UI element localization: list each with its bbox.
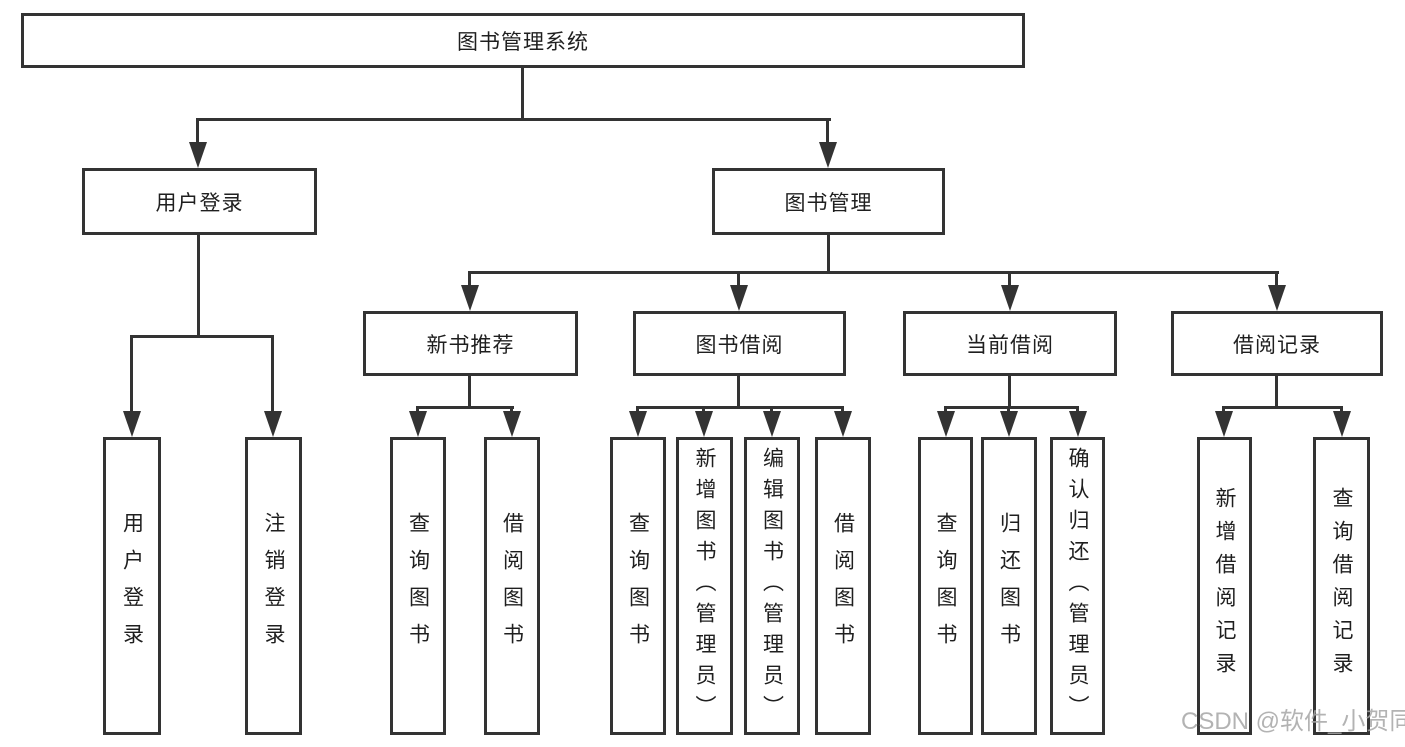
arrow-down-icon [1333, 411, 1351, 437]
arrow-down-icon [1215, 411, 1233, 437]
connector-line [827, 235, 830, 273]
connector-line [131, 335, 274, 338]
leaf-query-borrow-record: 查询借阅记录 [1313, 437, 1370, 735]
leaf-label: 注销登录 [262, 512, 285, 660]
connector-line [1007, 406, 1010, 414]
connector-line [737, 271, 740, 288]
leaf-label: 新增借阅记录 [1213, 487, 1236, 685]
leaf-label: 借阅图书 [500, 512, 524, 660]
connector-line [468, 376, 471, 408]
arrow-down-icon [461, 285, 479, 311]
leaf-label: 查询图书 [934, 512, 957, 660]
leaf-query-book: 查询图书 [390, 437, 446, 735]
connector-line [636, 406, 639, 414]
leaf-label: 用户登录 [120, 512, 144, 660]
connector-line [826, 118, 829, 145]
connector-line [637, 406, 844, 409]
arrow-down-icon [834, 411, 852, 437]
connector-line [737, 376, 740, 408]
connector-line [197, 118, 831, 121]
node-user-login: 用户登录 [82, 168, 317, 235]
leaf-confirm-return-admin: 确认归还（管理员） [1050, 437, 1105, 735]
arrow-down-icon [695, 411, 713, 437]
connector-line [196, 118, 199, 145]
arrow-down-icon [819, 142, 837, 168]
node-user-login-label: 用户登录 [155, 191, 244, 215]
node-book-manage-label: 图书管理 [784, 191, 873, 215]
arrow-down-icon [763, 411, 781, 437]
leaf-label: 归还图书 [997, 512, 1021, 660]
arrow-down-icon [1268, 285, 1286, 311]
arrow-down-icon [1001, 285, 1019, 311]
connector-line [1223, 406, 1343, 409]
connector-line [770, 406, 773, 414]
arrow-down-icon [629, 411, 647, 437]
section-label: 借阅记录 [1233, 333, 1321, 357]
connector-line [271, 335, 274, 413]
node-book-manage: 图书管理 [712, 168, 945, 235]
node-user-login-leaf: 用户登录 [103, 437, 161, 735]
leaf-borrow-book: 借阅图书 [815, 437, 871, 735]
arrow-down-icon [123, 411, 141, 437]
leaf-label: 借阅图书 [831, 512, 855, 660]
node-logout-leaf: 注销登录 [245, 437, 302, 735]
connector-line [1275, 376, 1278, 408]
connector-line [510, 406, 513, 414]
node-borrow-record: 借阅记录 [1171, 311, 1383, 376]
section-label: 新书推荐 [426, 333, 515, 357]
leaf-query-book: 查询图书 [610, 437, 666, 735]
leaf-label: 新增图书（管理员） [693, 446, 716, 726]
node-root: 图书管理系统 [21, 13, 1025, 68]
section-label: 图书借阅 [695, 333, 784, 357]
connector-line [197, 235, 200, 338]
connector-line [469, 271, 1279, 274]
connector-line [841, 406, 844, 414]
watermark: CSDN @软件_小贺同学 [1181, 708, 1405, 735]
connector-line [1008, 376, 1011, 408]
node-book-borrow: 图书借阅 [633, 311, 846, 376]
leaf-add-book-admin: 新增图书（管理员） [676, 437, 733, 735]
leaf-edit-book-admin: 编辑图书（管理员） [744, 437, 800, 735]
connector-line [130, 335, 133, 413]
connector-line [702, 406, 705, 414]
node-new-book-recommend: 新书推荐 [363, 311, 578, 376]
leaf-return-book: 归还图书 [981, 437, 1037, 735]
connector-line [1340, 406, 1343, 414]
leaf-label: 确认归还（管理员） [1066, 446, 1089, 726]
leaf-label: 查询图书 [406, 512, 430, 660]
leaf-label: 查询图书 [626, 512, 650, 660]
connector-line [521, 68, 524, 120]
arrow-down-icon [503, 411, 521, 437]
leaf-label: 查询借阅记录 [1330, 487, 1353, 685]
connector-line [417, 406, 514, 409]
arrow-down-icon [730, 285, 748, 311]
section-label: 当前借阅 [966, 333, 1054, 357]
node-root-label: 图书管理系统 [457, 30, 589, 54]
arrow-down-icon [1000, 411, 1018, 437]
leaf-label: 编辑图书（管理员） [760, 446, 784, 726]
arrow-down-icon [1069, 411, 1087, 437]
connector-line [416, 406, 419, 414]
arrow-down-icon [937, 411, 955, 437]
connector-line [1222, 406, 1225, 414]
node-current-borrow: 当前借阅 [903, 311, 1117, 376]
arrow-down-icon [409, 411, 427, 437]
connector-line [1275, 271, 1278, 288]
leaf-add-borrow-record: 新增借阅记录 [1197, 437, 1252, 735]
leaf-borrow-book: 借阅图书 [484, 437, 540, 735]
arrow-down-icon [264, 411, 282, 437]
connector-line [945, 406, 1079, 409]
connector-line [944, 406, 947, 414]
connector-line [1076, 406, 1079, 414]
arrow-down-icon [189, 142, 207, 168]
connector-line [468, 271, 471, 288]
connector-line [1008, 271, 1011, 288]
leaf-query-book: 查询图书 [918, 437, 973, 735]
